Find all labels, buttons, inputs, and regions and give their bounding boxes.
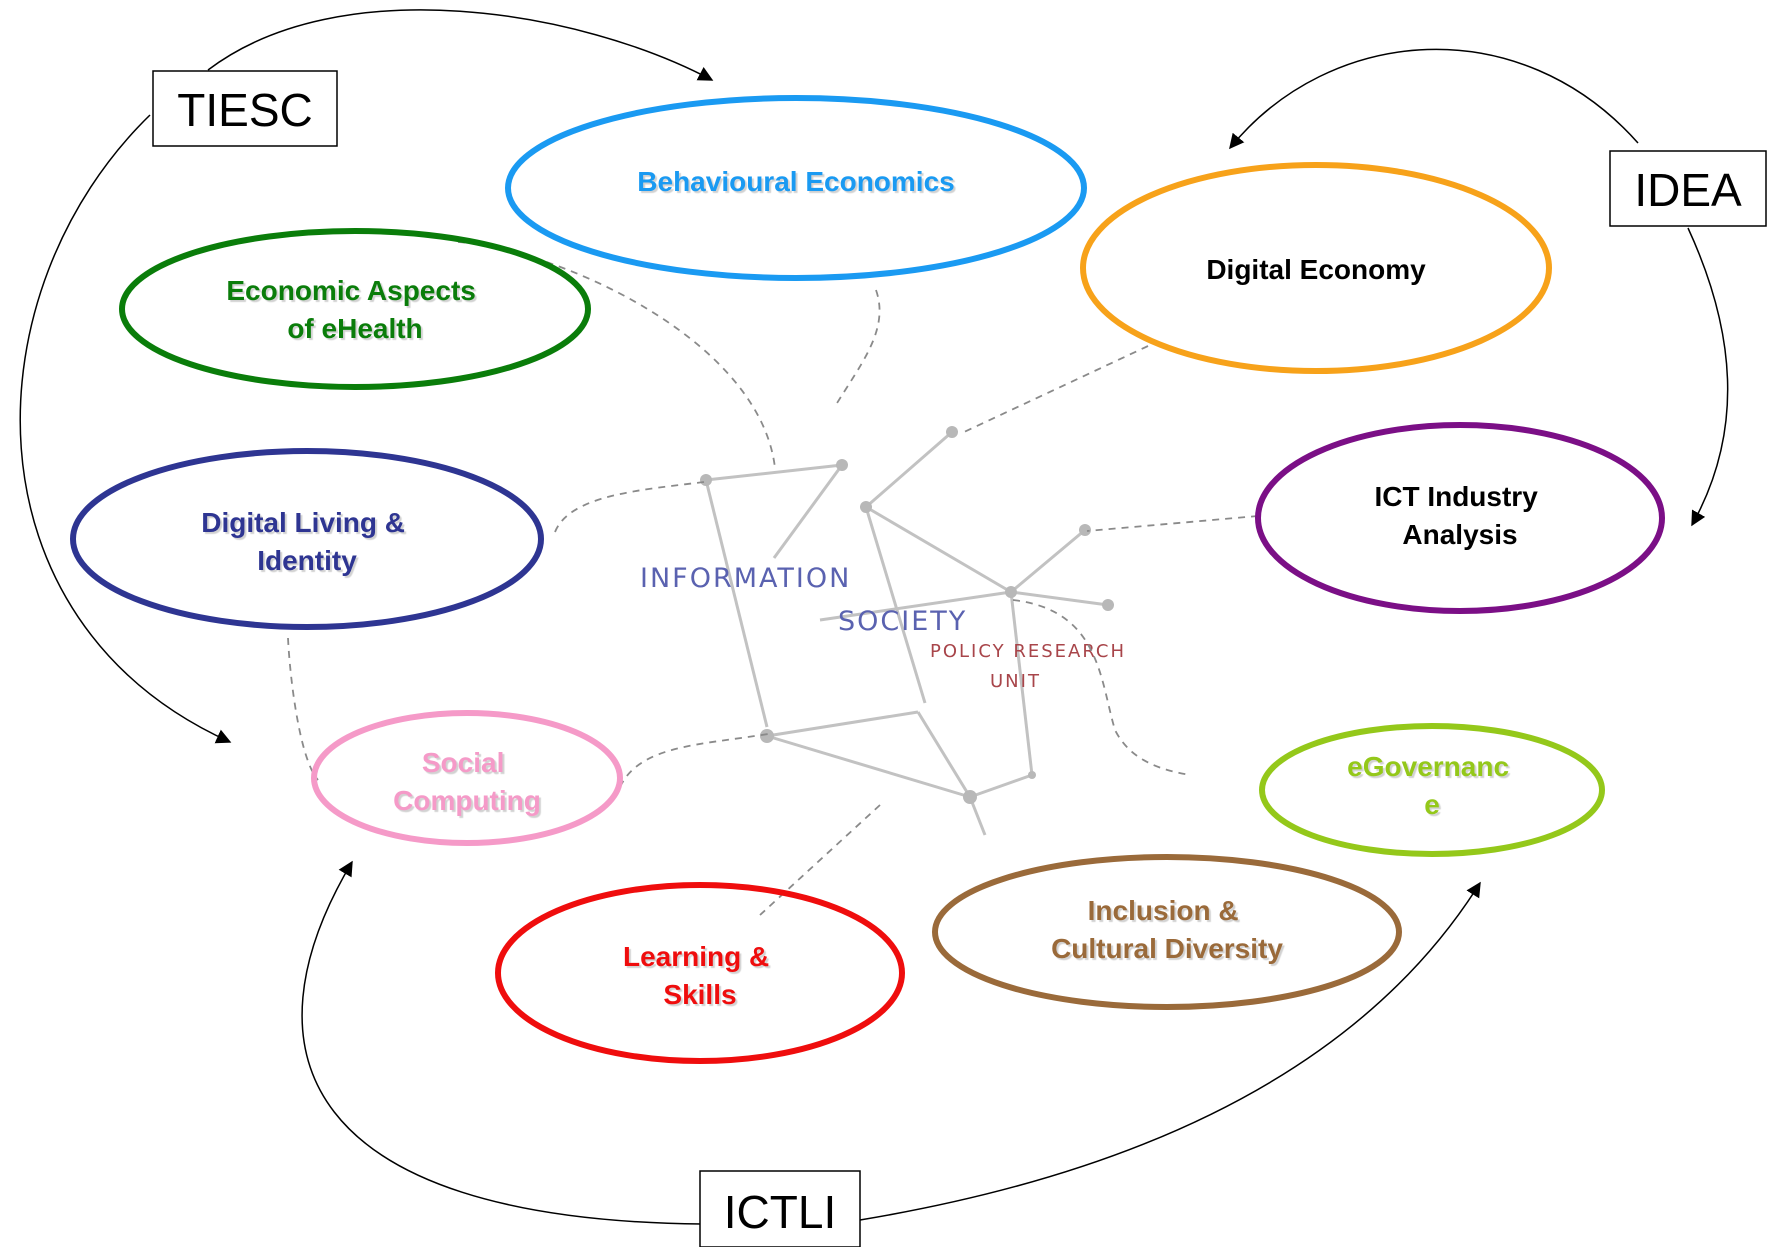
topic-social-computing[interactable]: Social Computing xyxy=(311,710,623,846)
network-edge xyxy=(772,464,844,559)
network-edge xyxy=(969,773,1033,799)
network-edge xyxy=(864,506,927,704)
tiesc-box[interactable] xyxy=(152,70,338,147)
network-edge xyxy=(916,711,972,798)
dashed-connectors xyxy=(287,241,1259,916)
ellipse-ict-industry-analysis[interactable] xyxy=(1255,422,1665,614)
ellipse-learning-skills[interactable] xyxy=(495,882,905,1064)
ictli-label: ICTLI xyxy=(724,1186,836,1238)
network-graphic xyxy=(704,430,1109,836)
logo-line-information: INFORMATION xyxy=(640,563,851,594)
connector-behavioural xyxy=(833,289,881,409)
network-node xyxy=(1079,524,1091,536)
label-ict-industry-analysis: ICT Industry Analysis xyxy=(1374,481,1545,550)
label-behavioural-economics: Behavioural Economics xyxy=(637,166,954,197)
topic-behavioural-economics[interactable]: Behavioural Economics xyxy=(505,95,1087,281)
network-node xyxy=(946,426,958,438)
topic-economic-aspects-ehealth[interactable]: Economic Aspects of eHealth xyxy=(119,228,591,390)
label-digital-economy: Digital Economy xyxy=(1206,254,1426,285)
ellipse-digital-economy[interactable] xyxy=(1080,162,1552,374)
topic-learning-skills[interactable]: Learning & Skills xyxy=(495,882,905,1064)
connector-learning xyxy=(759,804,881,916)
topic-inclusion-cultural-diversity[interactable]: Inclusion & Cultural Diversity xyxy=(932,854,1402,1010)
group-box-ictli[interactable]: ICTLI xyxy=(699,1170,861,1247)
ictli-box[interactable] xyxy=(699,1170,861,1247)
isp-logo: INFORMATION SOCIETY POLICY RESEARCH UNIT xyxy=(640,563,1126,692)
idea-box[interactable] xyxy=(1609,150,1767,227)
ictli-arrow-right xyxy=(859,881,1481,1221)
connector-ict-industry xyxy=(1086,515,1259,532)
topic-digital-economy[interactable]: Digital Economy xyxy=(1080,162,1552,374)
idea-arrow-right xyxy=(1687,227,1729,527)
network-nodes xyxy=(700,426,1114,804)
connector-social xyxy=(619,733,769,788)
network-node xyxy=(1005,586,1017,598)
ellipse-social-computing[interactable] xyxy=(311,710,623,846)
network-node xyxy=(700,474,712,486)
network-edge xyxy=(819,590,1012,622)
network-node xyxy=(963,790,977,804)
connector-digital-living xyxy=(554,481,705,533)
group-arrows xyxy=(19,9,1729,1225)
network-node xyxy=(1102,599,1114,611)
ellipse-egovernance[interactable] xyxy=(1259,723,1605,857)
tiesc-arrow-top xyxy=(207,9,714,81)
tiesc-label: TIESC xyxy=(177,84,312,136)
topic-ict-industry-analysis[interactable]: ICT Industry Analysis xyxy=(1255,422,1665,614)
network-node xyxy=(836,459,848,471)
topic-egovernance[interactable]: eGovernanc e xyxy=(1259,723,1605,857)
network-edge xyxy=(1010,528,1086,594)
connector-digital-living-social xyxy=(287,637,319,781)
label-learning-skills: Learning & Skills xyxy=(623,941,777,1010)
logo-line-policy-research: POLICY RESEARCH xyxy=(930,641,1126,662)
ellipse-economic-aspects-ehealth[interactable] xyxy=(119,228,591,390)
idea-arrow-top xyxy=(1229,48,1639,150)
group-box-tiesc[interactable]: TIESC xyxy=(152,70,338,147)
ellipse-digital-living-identity[interactable] xyxy=(70,448,544,630)
network-edge xyxy=(1009,591,1034,776)
logo-line-unit: UNIT xyxy=(990,671,1041,692)
logo-line-society: SOCIETY xyxy=(838,606,967,637)
label-economic-aspects-ehealth: Economic Aspects of eHealth xyxy=(226,275,483,344)
label-social-computing: Social Computing xyxy=(393,747,541,816)
network-node xyxy=(1028,771,1036,779)
label-inclusion-cultural-diversity: Inclusion & Cultural Diversity xyxy=(1051,895,1283,964)
ellipse-inclusion-cultural-diversity[interactable] xyxy=(932,854,1402,1010)
network-node xyxy=(860,501,872,513)
network-edge xyxy=(1010,590,1109,607)
network-edge xyxy=(766,734,971,799)
group-box-idea[interactable]: IDEA xyxy=(1609,150,1767,227)
idea-label: IDEA xyxy=(1634,164,1742,216)
network-edge xyxy=(705,463,843,482)
network-edge xyxy=(766,710,919,738)
network-edge xyxy=(865,505,1012,594)
connector-digital-economy xyxy=(961,345,1149,434)
network-edge xyxy=(865,430,953,509)
connector-egovernance xyxy=(1012,599,1191,776)
topic-digital-living-identity[interactable]: Digital Living & Identity xyxy=(70,448,544,630)
tiesc-arrow-left xyxy=(19,114,232,744)
ictli-arrow-left xyxy=(301,860,703,1225)
label-digital-living-identity: Digital Living & Identity xyxy=(201,507,413,576)
ellipse-behavioural-economics[interactable] xyxy=(505,95,1087,281)
network-edge xyxy=(704,479,769,728)
label-egovernance: eGovernanc e xyxy=(1347,751,1517,820)
network-node xyxy=(760,729,774,743)
